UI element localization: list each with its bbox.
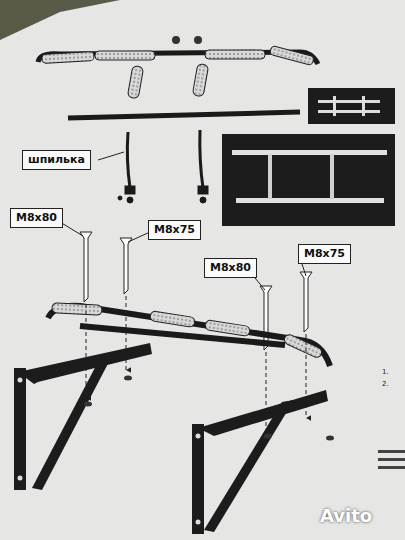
callout-box: шпилька bbox=[22, 150, 91, 170]
callout-text: M8x80 bbox=[16, 211, 57, 225]
text-fragment bbox=[378, 450, 405, 469]
leader-line bbox=[98, 152, 124, 160]
stud bbox=[118, 130, 208, 203]
callout-box: M8x75 bbox=[148, 220, 201, 240]
watermark: Avito bbox=[320, 506, 372, 526]
pull-up-bar bbox=[38, 36, 318, 66]
product-photo bbox=[222, 88, 395, 226]
nut bbox=[84, 376, 334, 441]
callout-text: M8x75 bbox=[154, 223, 195, 237]
callout-text: M8x75 bbox=[304, 247, 345, 261]
straight-bar bbox=[68, 112, 300, 118]
step-number: 2. bbox=[382, 380, 389, 388]
step-number: 1. bbox=[382, 368, 389, 376]
ground bbox=[0, 0, 120, 40]
callout-box: M8x80 bbox=[204, 258, 257, 278]
callout-text: шпилька bbox=[28, 153, 85, 167]
callout-box: M8x75 bbox=[298, 244, 351, 264]
wall-bracket bbox=[14, 343, 328, 534]
leader-line bbox=[60, 222, 306, 290]
bolt bbox=[80, 232, 312, 350]
callout-box: M8x80 bbox=[10, 208, 63, 228]
callout-text: M8x80 bbox=[210, 261, 251, 275]
grip bbox=[127, 63, 208, 98]
